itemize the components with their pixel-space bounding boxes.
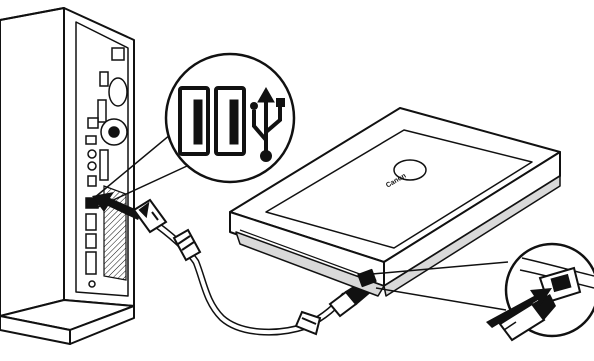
ferrite-core: [294, 310, 322, 336]
power-switch-icon: [111, 47, 125, 61]
insert-arrow-computer: [92, 192, 142, 220]
insert-arrow-scanner: [486, 288, 552, 328]
usb-port-callout: [93, 52, 296, 209]
usb-symbol-icon: [250, 86, 285, 162]
ferrite-core: [172, 228, 202, 262]
usb-socket-icon: [178, 86, 246, 156]
usb-b-socket-icon: [550, 273, 572, 293]
scanner-usb-port-icon: [357, 268, 377, 288]
flatbed-scanner: [229, 107, 561, 297]
fan-icon: [108, 77, 128, 107]
rear-panel-ports: [85, 47, 128, 288]
lid-button-icon: [393, 159, 427, 181]
usb-a-plug: [132, 198, 168, 234]
